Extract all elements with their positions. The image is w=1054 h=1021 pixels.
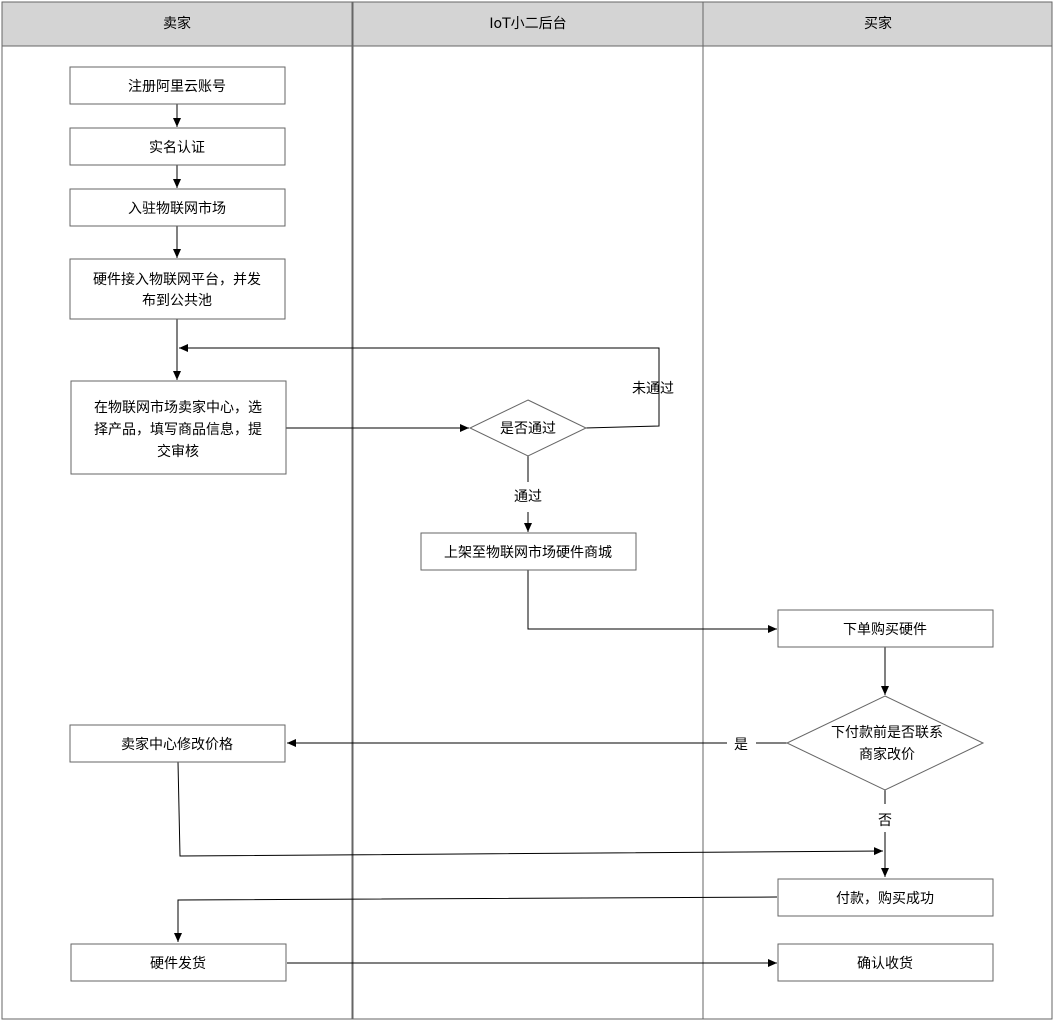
node-pay: 付款，购买成功 xyxy=(777,878,994,917)
node-connect-hw-line1: 硬件接入物联网平台，并发 xyxy=(93,271,261,288)
node-submit-line3: 交审核 xyxy=(157,443,199,460)
node-order-text: 下单购买硬件 xyxy=(843,622,927,638)
edge-labels: 未通过 通过 是 否 xyxy=(514,381,892,829)
node-contact-line2: 商家改价 xyxy=(859,746,915,763)
lane-header-buyer xyxy=(702,1,1053,47)
node-join-market: 入驻物联网市场 xyxy=(69,188,286,227)
node-ship: 硬件发货 xyxy=(70,943,287,982)
node-contact-decision: 下付款前是否联系 商家改价 xyxy=(785,695,985,791)
node-register: 注册阿里云账号 xyxy=(69,66,286,105)
node-ship-text: 硬件发货 xyxy=(150,955,206,972)
node-submit-line1: 在物联网市场卖家中心，选 xyxy=(94,399,262,416)
node-confirm: 确认收货 xyxy=(777,943,994,982)
node-pay-text: 付款，购买成功 xyxy=(836,891,934,907)
edge-label-yes: 是 xyxy=(734,737,748,753)
node-list-store: 上架至物联网市场硬件商城 xyxy=(420,532,637,571)
lane-body-buyer xyxy=(702,45,1053,1020)
node-verify-text: 实名认证 xyxy=(149,140,205,156)
node-modify-price-text: 卖家中心修改价格 xyxy=(121,736,233,753)
node-confirm-text: 确认收货 xyxy=(857,955,913,972)
node-connect-hw-line2: 布到公共池 xyxy=(142,293,212,309)
edge-list-order xyxy=(527,570,777,633)
nodes: 注册阿里云账号 实名认证 入驻物联网市场 硬件接入物联网平台，并发 布到公共池 … xyxy=(69,66,994,982)
lane-buyer: 买家 xyxy=(702,1,1053,1020)
edge-not-passed xyxy=(179,344,660,429)
edge-label-not-passed: 未通过 xyxy=(632,381,674,397)
edge-label-no: 否 xyxy=(878,813,892,829)
lane-admin: IoT小二后台 xyxy=(352,1,704,1020)
lane-title-admin: IoT小二后台 xyxy=(489,16,566,32)
node-modify-price: 卖家中心修改价格 xyxy=(69,724,286,763)
edge-modify-pay xyxy=(177,761,884,857)
edge-pay-ship xyxy=(174,896,778,942)
node-register-text: 注册阿里云账号 xyxy=(128,79,226,95)
node-order: 下单购买硬件 xyxy=(777,609,994,648)
node-approved-text: 是否通过 xyxy=(500,421,556,437)
lane-title-buyer: 买家 xyxy=(864,15,892,32)
node-list-store-text: 上架至物联网市场硬件商城 xyxy=(444,544,612,561)
node-join-market-text: 入驻物联网市场 xyxy=(128,200,226,217)
edges xyxy=(173,104,889,967)
node-approved-decision: 是否通过 xyxy=(468,399,588,457)
lane-header-seller xyxy=(1,1,353,47)
node-submit: 在物联网市场卖家中心，选 择产品，填写商品信息，提 交审核 xyxy=(70,380,287,475)
edge-label-passed: 通过 xyxy=(514,489,542,505)
lane-title-seller: 卖家 xyxy=(163,15,191,32)
node-submit-line2: 择产品，填写商品信息，提 xyxy=(94,421,262,438)
node-connect-hw: 硬件接入物联网平台，并发 布到公共池 xyxy=(69,258,286,320)
node-verify: 实名认证 xyxy=(69,127,286,166)
node-contact-line1: 下付款前是否联系 xyxy=(831,724,943,741)
